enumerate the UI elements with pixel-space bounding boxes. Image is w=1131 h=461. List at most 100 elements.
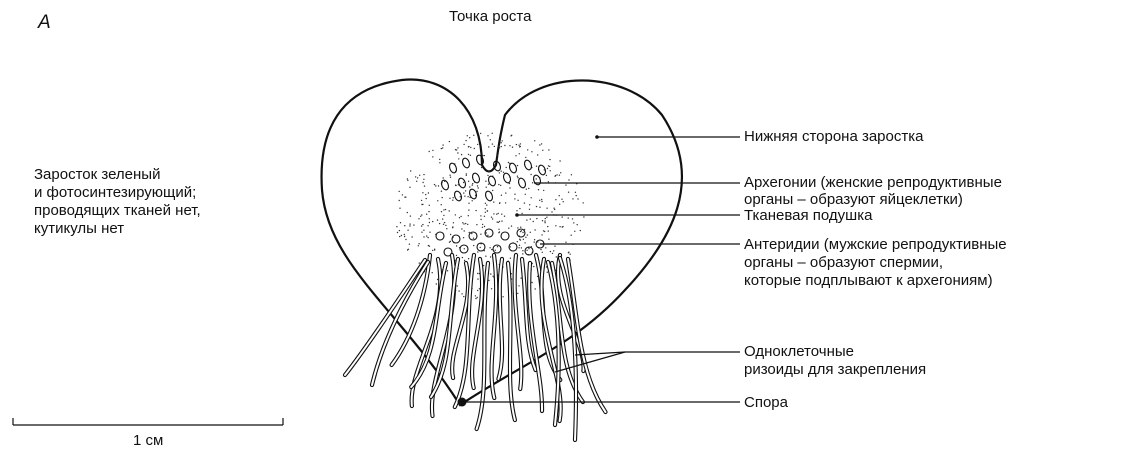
stipple-dot xyxy=(486,187,487,188)
stipple-dot xyxy=(418,218,419,219)
stipple-dot xyxy=(399,230,400,231)
label-antheridia-line3: которые подплывают к архегониям) xyxy=(744,272,993,290)
stipple-dot xyxy=(546,217,547,218)
archegonium-mark xyxy=(502,172,511,184)
stipple-dot xyxy=(449,210,450,211)
stipple-dot xyxy=(502,140,503,141)
stipple-dot xyxy=(409,244,410,245)
stipple-dot xyxy=(499,172,500,173)
stipple-dot xyxy=(468,258,469,259)
stipple-dot xyxy=(555,199,556,200)
stipple-dot xyxy=(461,154,462,155)
stipple-dot xyxy=(409,225,410,226)
stipple-dot xyxy=(439,223,440,224)
stipple-dot xyxy=(548,165,549,166)
stipple-dot xyxy=(399,191,400,192)
stipple-dot xyxy=(443,224,444,225)
description-line3: проводящих тканей нет, xyxy=(34,202,201,220)
stipple-dot xyxy=(404,236,405,237)
stipple-dot xyxy=(556,256,557,257)
stipple-dot xyxy=(530,218,531,219)
stipple-dot xyxy=(484,226,485,227)
stipple-dot xyxy=(554,209,555,210)
stipple-dot xyxy=(501,171,502,172)
stipple-dot xyxy=(423,230,424,231)
stipple-dot xyxy=(463,296,464,297)
stipple-dot xyxy=(512,147,513,148)
stipple-dot xyxy=(407,212,408,213)
stipple-dot xyxy=(537,154,538,155)
stipple-dot xyxy=(565,184,566,185)
stipple-dot xyxy=(404,225,405,226)
stipple-dot xyxy=(492,143,493,144)
stipple-dot xyxy=(423,179,424,180)
stipple-dot xyxy=(490,139,491,140)
stipple-dot xyxy=(529,209,530,210)
stipple-dot xyxy=(428,192,429,193)
stipple-dot xyxy=(457,152,458,153)
stipple-dot xyxy=(494,146,495,147)
stipple-dot xyxy=(480,247,481,248)
stipple-dot xyxy=(441,204,442,205)
stipple-dot xyxy=(534,239,535,240)
stipple-dot xyxy=(464,230,465,231)
stipple-dot xyxy=(548,181,549,182)
stipple-dot xyxy=(485,212,486,213)
stipple-dot xyxy=(473,238,474,239)
stipple-dot xyxy=(565,242,566,243)
stipple-dot xyxy=(521,213,522,214)
stipple-dot xyxy=(544,231,545,232)
stipple-dot xyxy=(501,142,502,143)
stipple-dot xyxy=(397,232,398,233)
stipple-dot xyxy=(419,262,420,263)
stipple-dot xyxy=(432,156,433,157)
stipple-dot xyxy=(554,246,555,247)
stipple-dot xyxy=(516,144,517,145)
stipple-dot xyxy=(464,248,465,249)
stipple-dot xyxy=(527,149,528,150)
stipple-dot xyxy=(517,241,518,242)
stipple-dot xyxy=(450,234,451,235)
stipple-dot xyxy=(468,146,469,147)
stipple-dot xyxy=(541,234,542,235)
stipple-dot xyxy=(553,250,554,251)
archegonium-mark xyxy=(487,175,496,187)
stipple-dot xyxy=(509,187,510,188)
rhizoid-outline xyxy=(472,259,482,388)
stipple-dot xyxy=(488,184,489,185)
archegonium-mark xyxy=(461,157,470,169)
stipple-dot xyxy=(559,226,560,227)
label-tissue-cushion: Тканевая подушка xyxy=(744,207,872,225)
stipple-dot xyxy=(477,273,478,274)
stipple-dot xyxy=(421,225,422,226)
stipple-dot xyxy=(439,162,440,163)
stipple-dot xyxy=(546,208,547,209)
stipple-dot xyxy=(501,214,502,215)
stipple-dot xyxy=(469,186,470,187)
stipple-dot xyxy=(498,229,499,230)
stipple-dot xyxy=(542,252,543,253)
archegonium-mark xyxy=(484,190,493,202)
stipple-dot xyxy=(488,171,489,172)
stipple-dot xyxy=(511,225,512,226)
stipple-dot xyxy=(482,155,483,156)
stipple-dot xyxy=(545,218,546,219)
stipple-dot xyxy=(467,135,468,136)
stipple-dot xyxy=(485,203,486,204)
stipple-dot xyxy=(522,253,523,254)
stipple-dot xyxy=(538,189,539,190)
stipple-dot xyxy=(453,197,454,198)
stipple-dot xyxy=(479,288,480,289)
stipple-dot xyxy=(563,201,564,202)
stipple-dot xyxy=(490,256,491,257)
stipple-dot xyxy=(399,200,400,201)
stipple-dot xyxy=(429,218,430,219)
stipple-dot xyxy=(488,280,489,281)
stipple-dot xyxy=(416,181,417,182)
archegonium-mark xyxy=(453,190,462,202)
stipple-dot xyxy=(546,175,547,176)
stipple-dot xyxy=(519,245,520,246)
stipple-dot xyxy=(491,249,492,250)
stipple-dot xyxy=(504,145,505,146)
